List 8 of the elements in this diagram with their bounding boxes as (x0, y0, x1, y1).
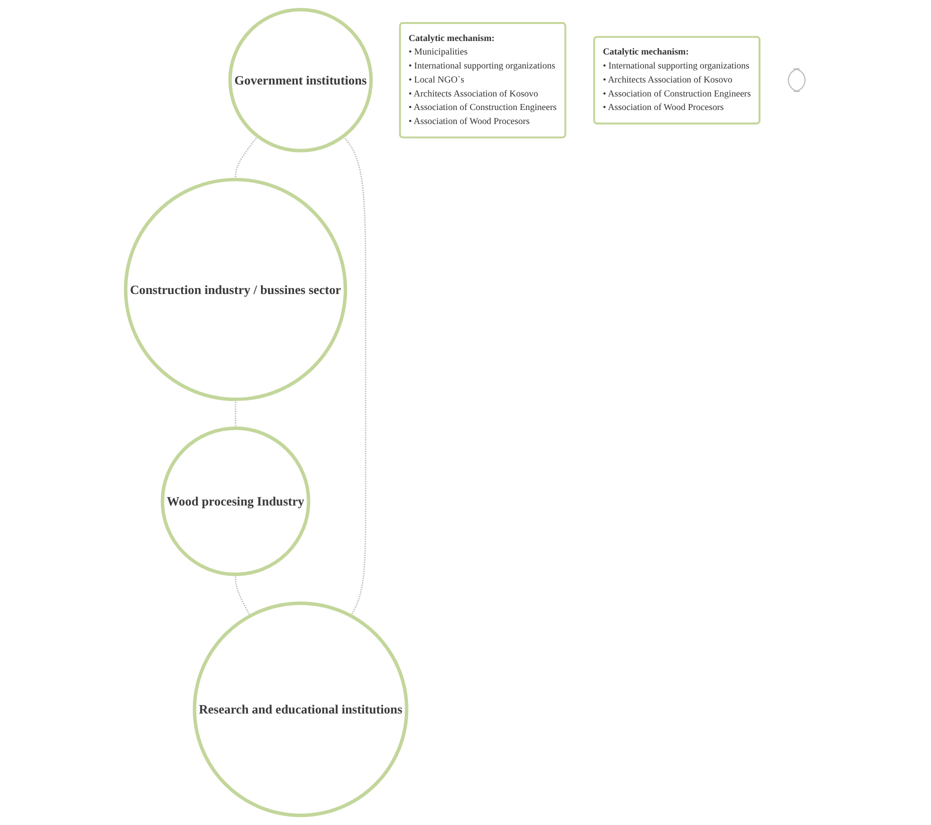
connector (234, 399, 236, 428)
node-circle: Government institutions (228, 8, 374, 152)
node-circle: Research and educational institutions (192, 602, 409, 818)
node-circle: Construction industry / bussines sector (124, 178, 348, 402)
connector (343, 136, 367, 616)
connector (234, 136, 258, 180)
connector (234, 574, 251, 616)
node-circle: Wood procesing Industry (160, 426, 310, 576)
